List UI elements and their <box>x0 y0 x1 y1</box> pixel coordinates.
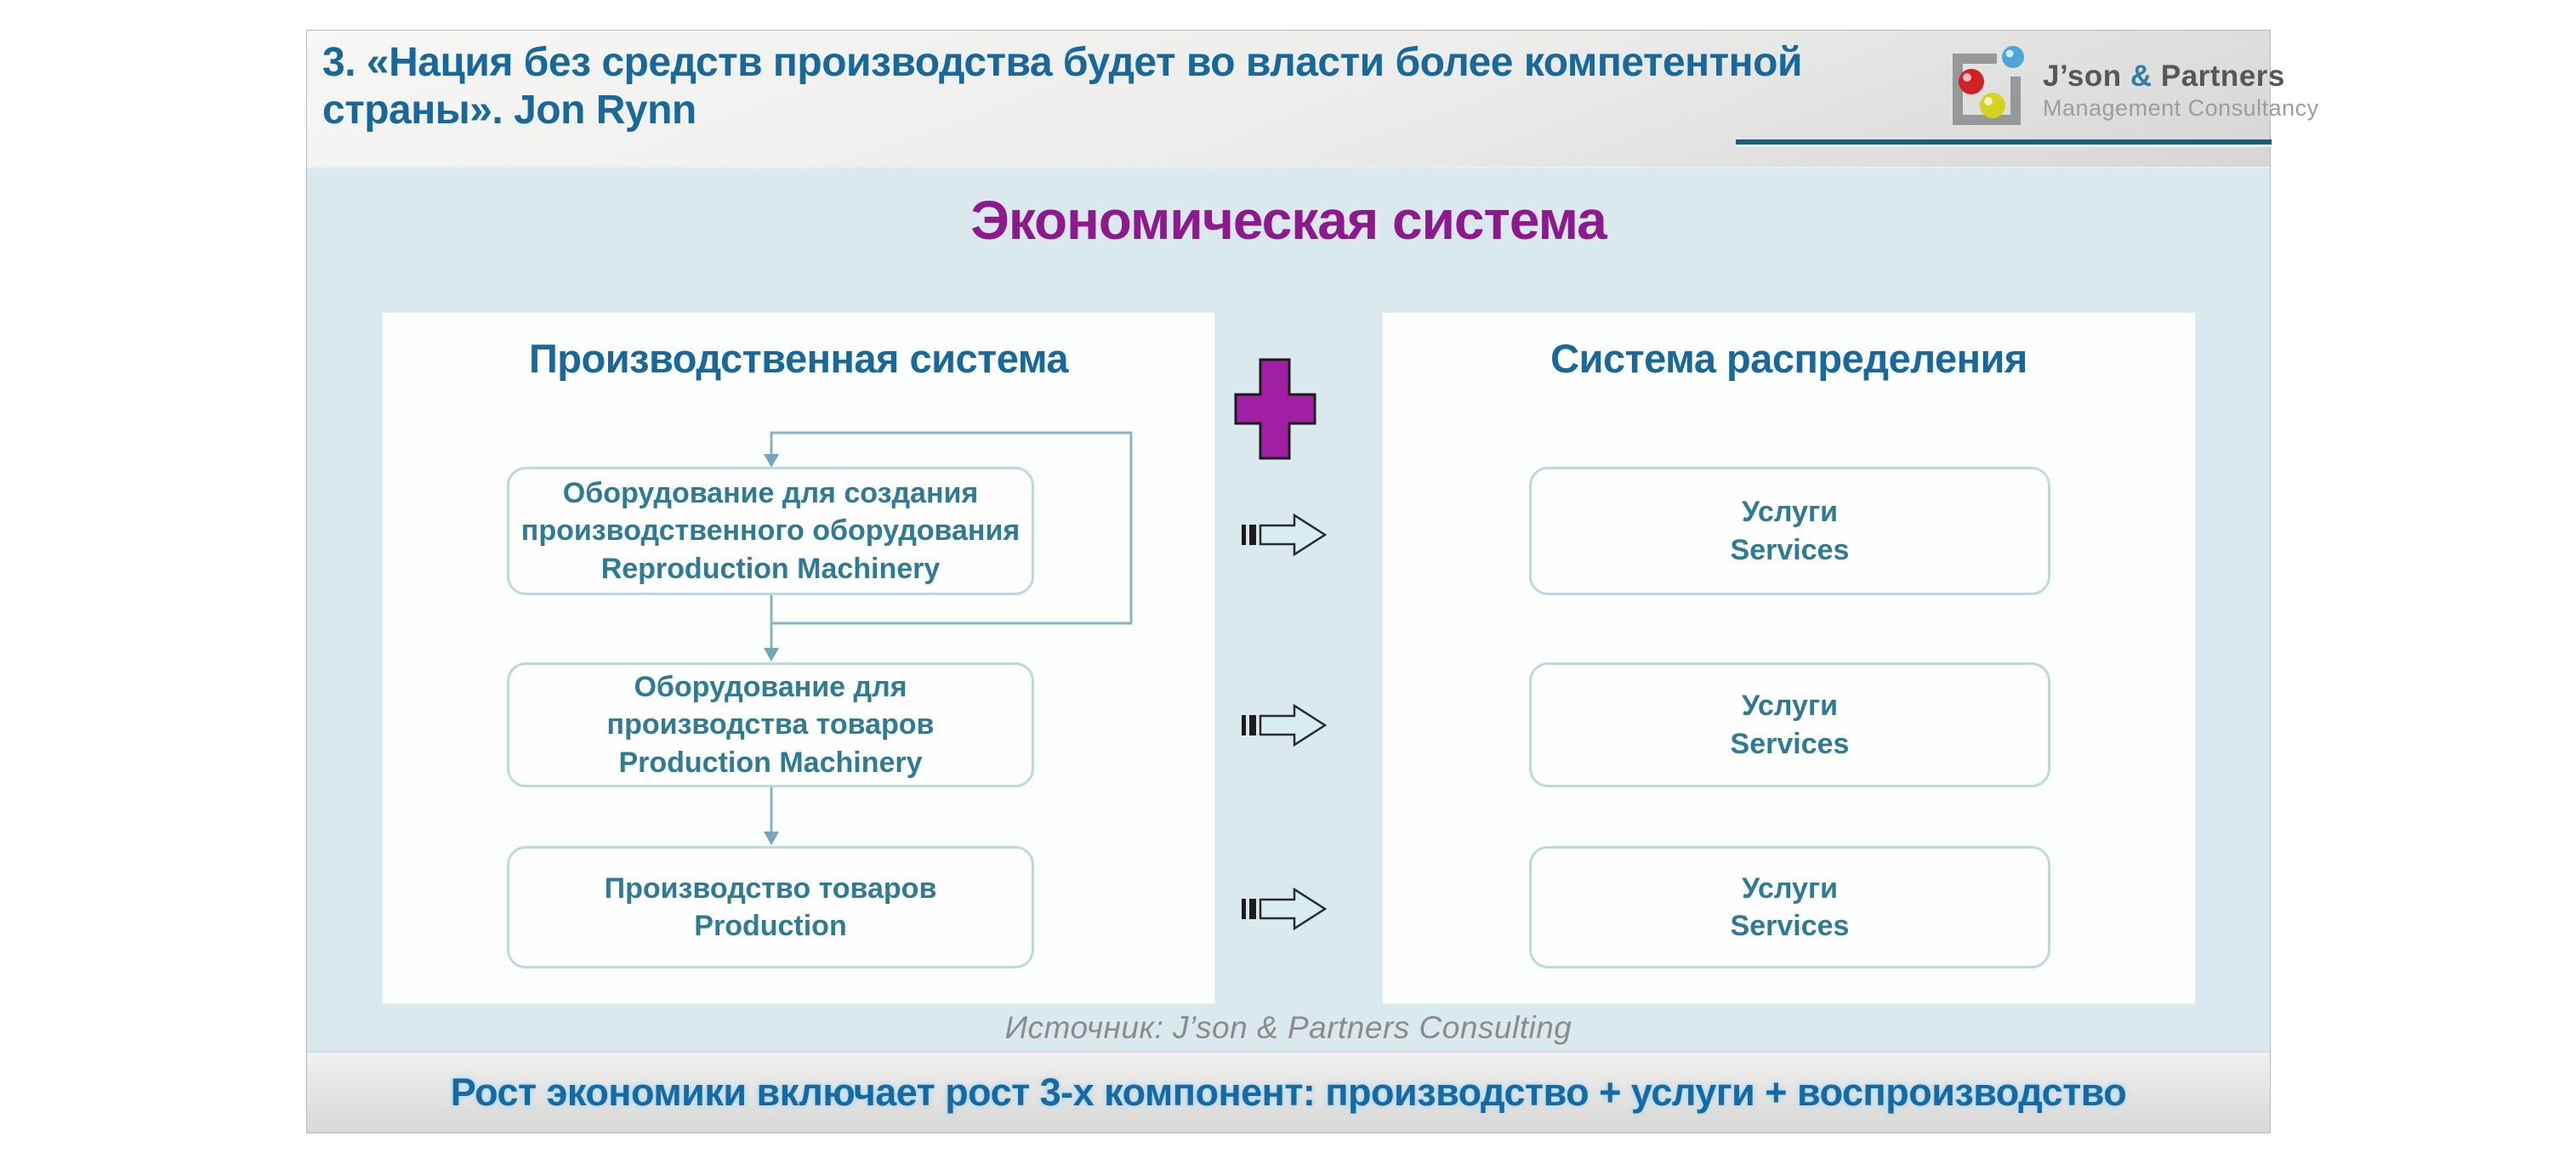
box-line: Services <box>1730 727 1850 760</box>
presentation-slide: 3. «Нация без средств производства будет… <box>306 30 2318 1133</box>
logo-company-name: J’son & Partners <box>2043 60 2285 93</box>
distribution-system-panel: Система распределения Услуги Services Ус… <box>1382 312 2196 1004</box>
box-line: Services <box>1730 910 1850 942</box>
plus-icon <box>1234 358 1316 460</box>
striped-right-arrow-icon <box>1240 513 1328 557</box>
logo-text: J’son & Partners Management Consultancy <box>2043 60 2319 122</box>
right-panel-title: Система распределения <box>1550 336 2027 381</box>
flow-box-production: Производство товаров Production <box>507 846 1034 968</box>
slide-footer-banner: Рост экономики включает рост 3-х компоне… <box>307 1051 2270 1133</box>
slide-title: 3. «Нация без средств производства будет… <box>322 40 1802 133</box>
production-system-panel: Производственная система Оборудование дл… <box>382 312 1215 1004</box>
box-line: Оборудование для создания <box>562 477 979 510</box>
logo-underline-rule <box>1736 139 2272 147</box>
box-line: Производство товаров <box>604 872 937 905</box>
box-line: Услуги <box>1741 496 1839 529</box>
striped-right-arrow-icon <box>1240 703 1328 747</box>
left-panel-title: Производственная система <box>529 336 1069 381</box>
flow-box-services-1: Услуги Services <box>1529 467 2050 595</box>
slide-header: 3. «Нация без средств производства будет… <box>307 31 2318 167</box>
logo-subtitle: Management Consultancy <box>2043 95 2319 121</box>
box-line: Reproduction Machinery <box>600 552 941 585</box>
logo-ampersand: & <box>2130 60 2152 93</box>
striped-right-arrow-icon <box>1240 887 1328 931</box>
box-line: производства товаров <box>606 708 935 741</box>
flow-box-production-machinery: Оборудование для производства товаров Pr… <box>507 662 1034 787</box>
footer-conclusion-text: Рост экономики включает рост 3-х компоне… <box>450 1070 2127 1114</box>
flow-box-services-2: Услуги Services <box>1529 662 2050 787</box>
box-line: Production <box>694 910 847 942</box>
flow-box-services-3: Услуги Services <box>1529 846 2050 968</box>
box-line: Production Machinery <box>618 746 923 779</box>
source-attribution: Источник: J’son & Partners Consulting <box>1004 1010 1572 1045</box>
box-line: Услуги <box>1741 690 1839 723</box>
box-line: производственного оборудования <box>520 514 1021 548</box>
diagram-title: Экономическая система <box>970 190 1606 251</box>
company-logo: J’son & Partners Management Consultancy <box>1944 46 2319 135</box>
box-line: Services <box>1730 533 1850 566</box>
box-line: Услуги <box>1741 872 1839 905</box>
json-partners-logo-icon <box>1944 46 2029 135</box>
box-line: Оборудование для <box>634 671 907 704</box>
flow-box-reproduction-machinery: Оборудование для создания производственн… <box>507 467 1034 595</box>
